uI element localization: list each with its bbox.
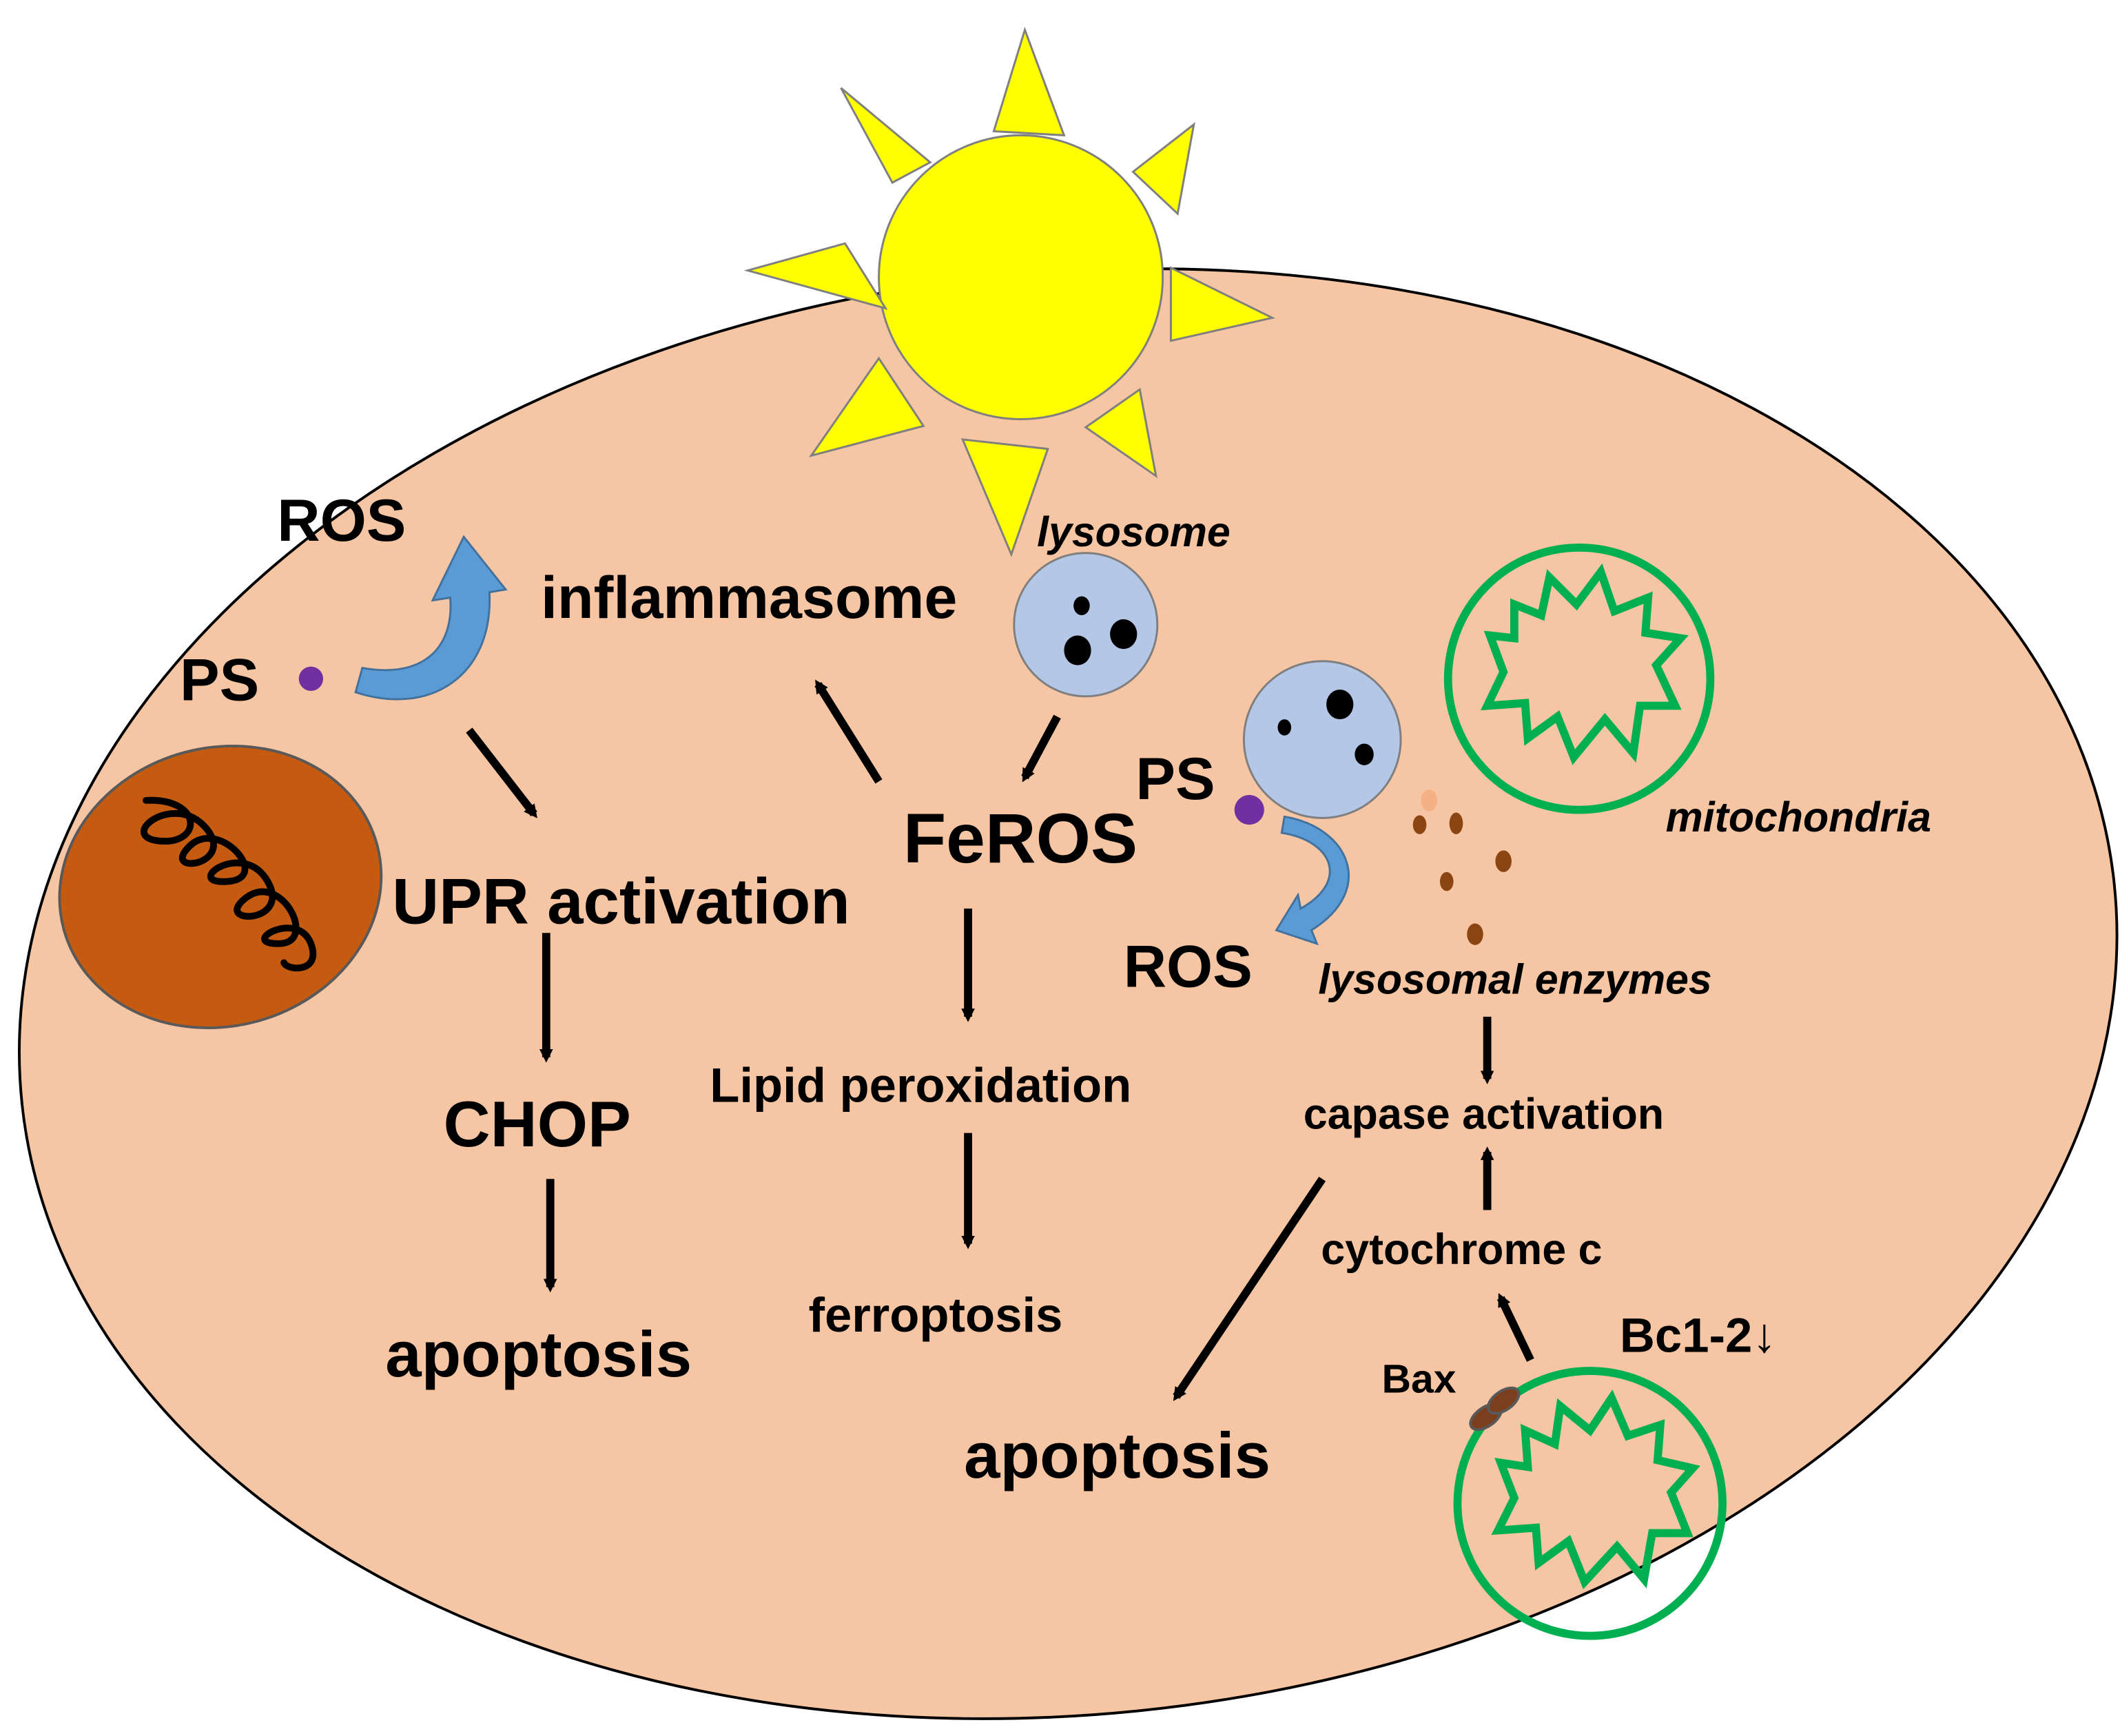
sun-icon	[743, 26, 1275, 557]
inflammasome-label: inflammasome	[541, 565, 958, 631]
arrow-feros-to-inflammasome	[814, 679, 883, 784]
mitochondria-bottom	[1453, 1367, 1727, 1640]
lysosome-top	[1013, 552, 1159, 698]
lysosomal-enzyme-dots	[1412, 789, 1512, 945]
dna-helix-icon	[141, 796, 316, 972]
ros-right-label: ROS	[1124, 934, 1253, 1000]
mitochondria-top	[1443, 544, 1715, 814]
lysosomal-enzymes-label: lysosomal enzymes	[1318, 956, 1711, 1003]
cytochrome-c-label: cytochrome c	[1321, 1226, 1602, 1274]
ros-arrow-left	[354, 535, 508, 701]
ps-right-label: PS	[1135, 746, 1215, 812]
apoptosis-bottom-label: apoptosis	[964, 1419, 1270, 1491]
lipid-peroxidation-label: Lipid peroxidation	[710, 1057, 1131, 1112]
capase-activation-label: capase activation	[1304, 1091, 1664, 1139]
arrow-ps-to-upr	[466, 727, 537, 818]
arrow-lysosome-to-feros	[1021, 714, 1061, 783]
bax-label: Bax	[1382, 1356, 1457, 1401]
upr-activation-label: UPR activation	[392, 865, 850, 937]
ps-dot-right	[1234, 795, 1264, 825]
bcl2-label: Bc1-2↓	[1620, 1308, 1777, 1363]
ros-arrow-right	[1275, 815, 1350, 946]
mitochondria-label: mitochondria	[1666, 794, 1931, 840]
lysosome-label: lysosome	[1037, 508, 1231, 555]
arrow-capase-to-apoptosis	[1173, 1177, 1326, 1401]
chop-label: CHOP	[444, 1088, 631, 1160]
pathway-arrows	[466, 679, 1534, 1401]
ros-left-label: ROS	[277, 488, 406, 554]
ferroptosis-label: ferroptosis	[808, 1288, 1062, 1342]
lysosome-right	[1242, 660, 1402, 819]
apoptosis-left-label: apoptosis	[385, 1318, 692, 1390]
feros-label: FeROS	[903, 799, 1138, 878]
ps-left-label: PS	[180, 648, 259, 714]
bax-protein-icon	[1469, 1386, 1521, 1432]
nucleus	[58, 744, 383, 1029]
ps-dot-left	[298, 666, 324, 691]
arrow-bax-to-cytochrome	[1496, 1292, 1534, 1362]
